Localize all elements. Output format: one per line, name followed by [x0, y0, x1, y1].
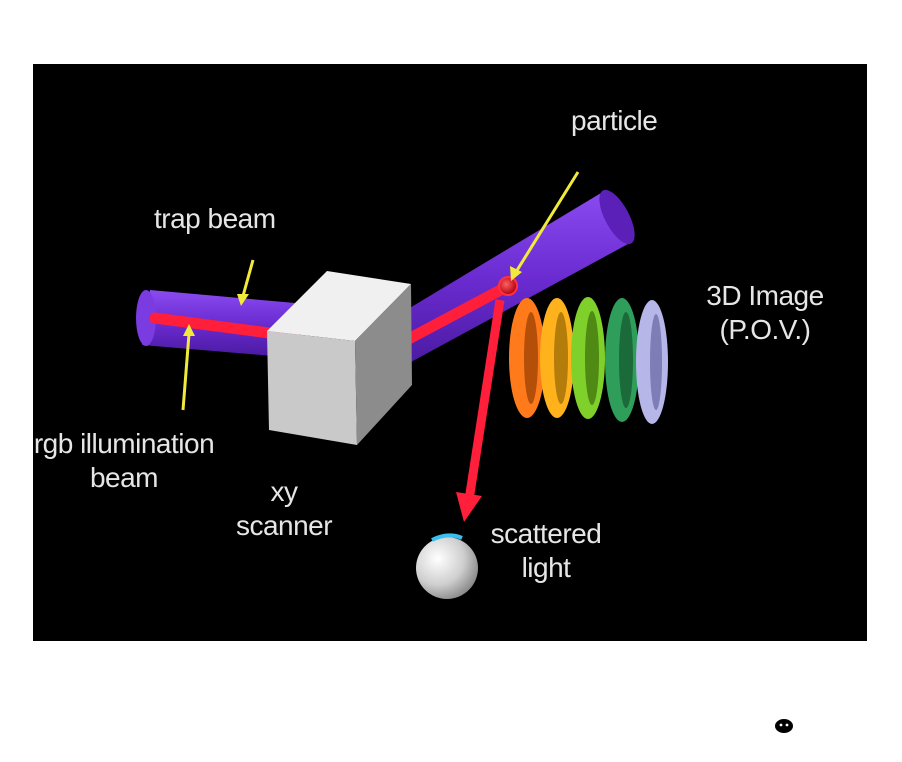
watermark: 量子位 [760, 704, 870, 740]
particle-sphere [498, 276, 518, 296]
label-3d-image-line1: 3D Image [706, 280, 824, 311]
label-scattered-light-line2: light [521, 552, 571, 583]
pointer-arrow-particle [510, 171, 580, 281]
panel-label: a. [84, 656, 123, 708]
label-3d-image: 3D Image (P.O.V.) [700, 279, 830, 347]
xy-scanner-cube [267, 271, 412, 445]
label-scattered-light: scattered light [482, 517, 610, 585]
label-rgb-beam: rgb illumination beam [18, 427, 230, 495]
spectrum-discs [509, 297, 668, 424]
label-3d-image-line2: (P.O.V.) [719, 314, 811, 345]
label-scattered-light-line1: scattered [490, 518, 602, 549]
label-rgb-beam-line1: rgb illumination [33, 428, 215, 459]
label-xy-scanner-line1: xy [270, 476, 299, 507]
label-particle: particle [571, 105, 658, 136]
watermark-text: 量子位 [804, 712, 871, 737]
label-xy-scanner-line2: scanner [235, 510, 333, 541]
label-xy-scanner: xy scanner [228, 475, 340, 543]
label-rgb-beam-line2: beam [89, 462, 159, 493]
label-trap-beam: trap beam [154, 203, 276, 234]
pointer-arrow-trap-beam [237, 259, 255, 306]
pointer-arrow-rgb-beam [181, 324, 195, 411]
scattered-light-arrow [456, 299, 505, 522]
wechat-icon [761, 708, 795, 735]
eye-sphere [416, 533, 478, 599]
